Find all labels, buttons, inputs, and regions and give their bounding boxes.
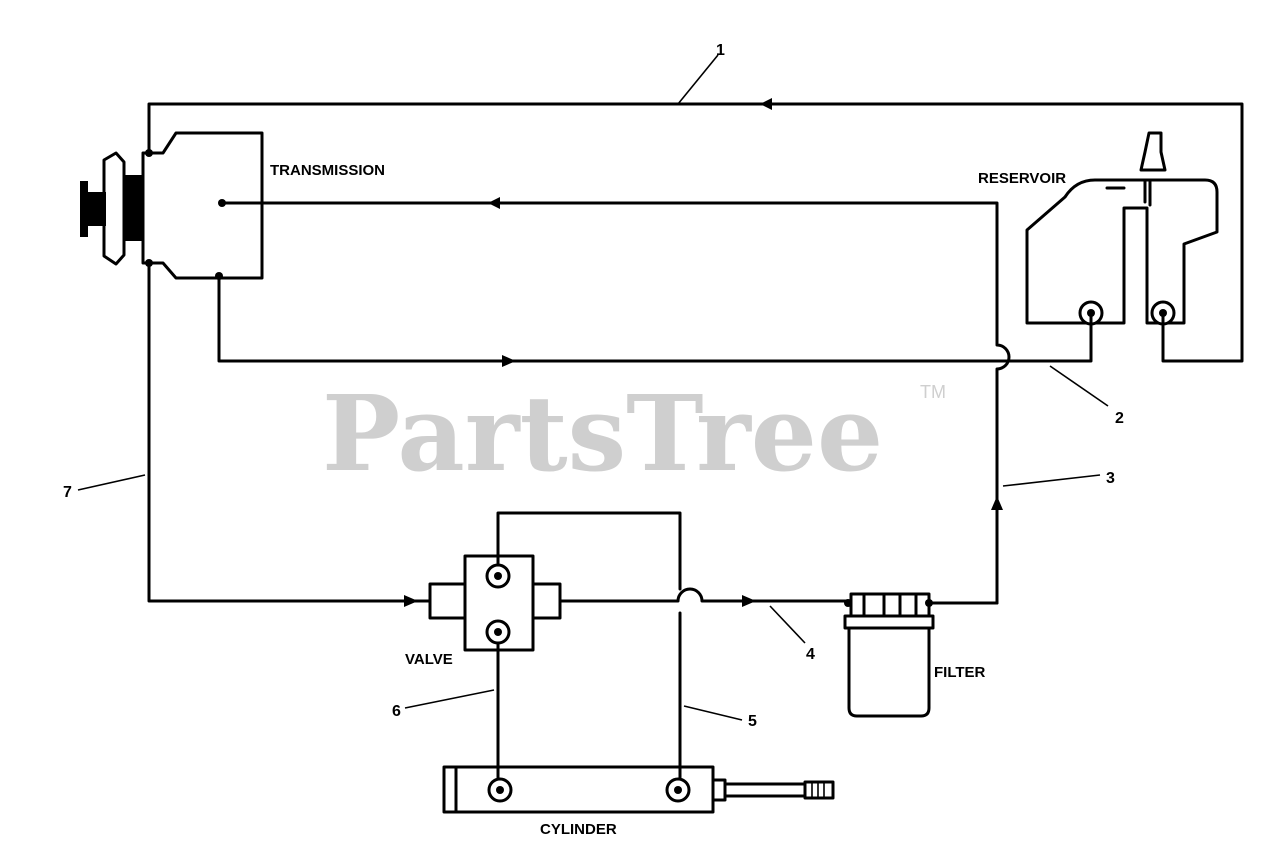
line-1 <box>147 102 1244 363</box>
line-7 <box>147 261 432 603</box>
cylinder: CYLINDER <box>442 765 835 838</box>
transmission-pulley <box>80 151 143 266</box>
callout-2: 2 <box>1115 410 1124 427</box>
cylinder-rod <box>723 782 807 798</box>
transmission: TRANSMISSION <box>80 131 385 280</box>
transmission-label: TRANSMISSION <box>270 162 385 179</box>
valve: VALVE <box>405 554 562 668</box>
callouts: 1 2 3 4 5 6 7 <box>63 42 1124 730</box>
cylinder-label: CYLINDER <box>540 821 617 838</box>
reservoir: RESERVOIR <box>978 131 1219 326</box>
valve-body <box>463 554 535 652</box>
reservoir-tank <box>1025 178 1219 325</box>
line-4 <box>558 587 850 603</box>
filter-canister <box>847 626 931 718</box>
callout-5: 5 <box>748 713 757 730</box>
transmission-housing <box>141 131 264 280</box>
line-2 <box>217 274 1093 363</box>
reservoir-label: RESERVOIR <box>978 170 1066 187</box>
watermark: PartsTree TM <box>322 372 946 495</box>
filter-label: FILTER <box>934 664 986 681</box>
callout-6: 6 <box>392 703 401 720</box>
callout-1: 1 <box>716 42 725 59</box>
valve-label: VALVE <box>405 651 453 668</box>
line-5 <box>496 511 682 792</box>
filter: FILTER <box>843 592 986 718</box>
watermark-text: PartsTree <box>322 372 883 495</box>
flow-arrows <box>404 98 1003 607</box>
watermark-trademark: TM <box>920 382 946 402</box>
callout-3: 3 <box>1106 470 1115 487</box>
callout-4: 4 <box>806 646 815 663</box>
callout-7: 7 <box>63 484 72 501</box>
line-transmission-return <box>220 201 1011 605</box>
